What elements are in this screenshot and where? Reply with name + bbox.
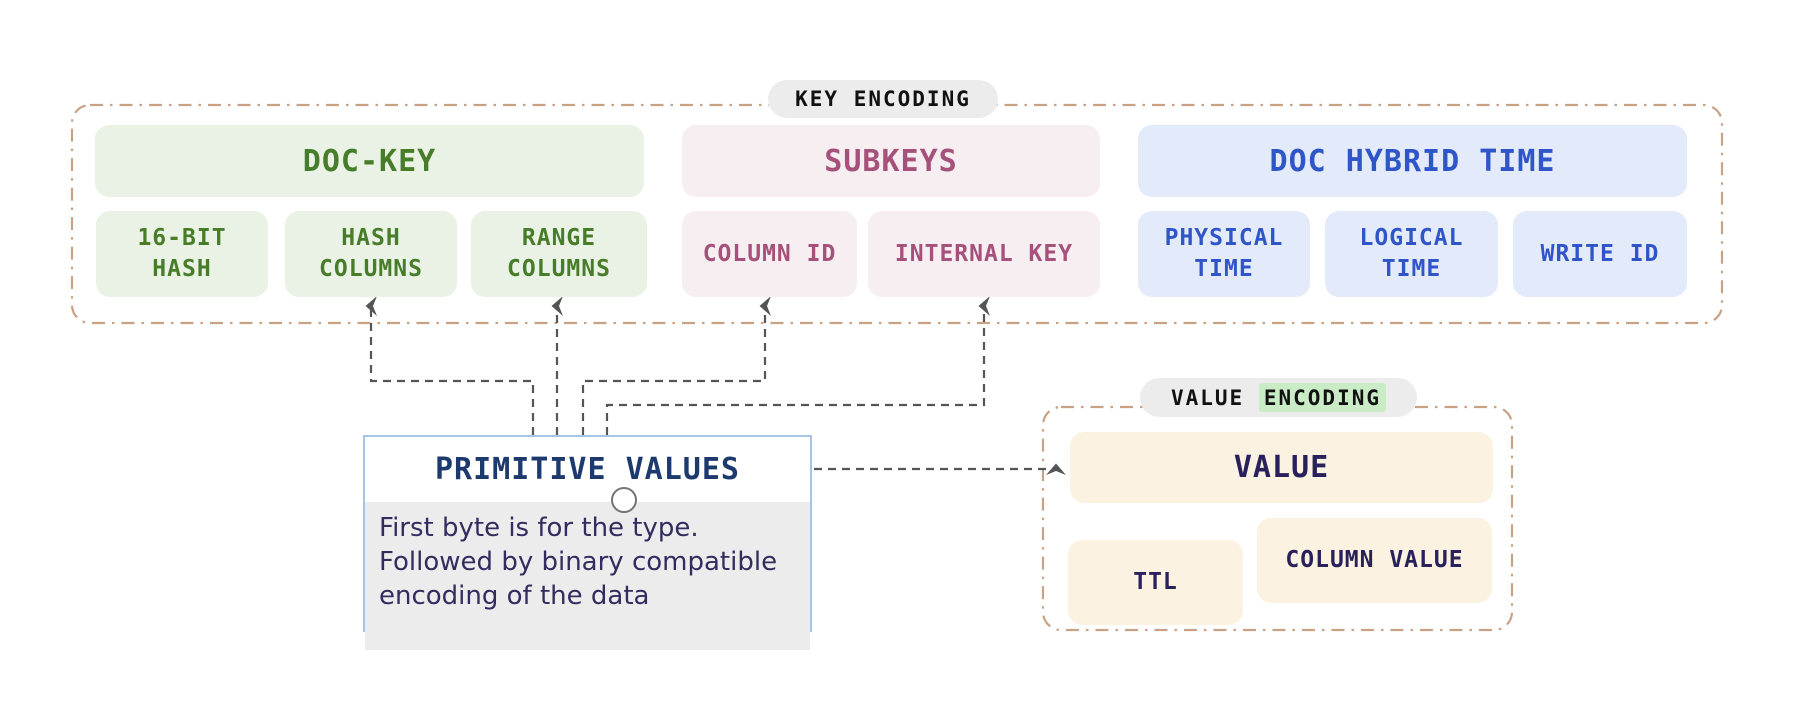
sub-box-write-id: WRITE ID — [1513, 211, 1687, 297]
doc-hybrid-time-title: DOC HYBRID TIME — [1269, 143, 1556, 179]
sub-box-range-columns: RANGE COLUMNS — [471, 211, 647, 297]
sub-box-label: 16-BIT HASH — [137, 225, 227, 282]
value-encoding-label-plain: VALUE — [1170, 385, 1245, 410]
ttl-box: TTL — [1068, 540, 1243, 625]
sub-box-label: TTL — [1133, 569, 1178, 595]
connector-to-column-id — [581, 296, 771, 435]
sub-box-label: PHYSICAL TIME — [1164, 225, 1284, 282]
sub-box-label: INTERNAL KEY — [894, 240, 1074, 267]
doc-key-title: DOC-KEY — [302, 143, 437, 179]
sub-box-label: LOGICAL TIME — [1359, 225, 1464, 282]
value-encoding-label-highlight: ENCODING — [1258, 383, 1387, 412]
connector-handle-circle[interactable] — [611, 487, 637, 513]
value-encoding-pill: VALUE ENCODING — [1140, 378, 1417, 417]
subkeys-header: SUBKEYS — [682, 125, 1100, 197]
sub-box-column-id: COLUMN ID — [682, 211, 857, 297]
sub-box-physical-time: PHYSICAL TIME — [1138, 211, 1310, 297]
sub-box-label: RANGE COLUMNS — [507, 225, 611, 282]
sub-box-label: HASH COLUMNS — [319, 225, 423, 282]
value-box-label: VALUE — [1233, 450, 1330, 485]
sub-box-label: COLUMN ID — [702, 240, 837, 267]
connector-to-hash-columns — [365, 296, 535, 435]
sub-box-internal-key: INTERNAL KEY — [868, 211, 1100, 297]
sub-box-16-bit-hash: 16-BIT HASH — [96, 211, 268, 297]
sub-box-hash-columns: HASH COLUMNS — [285, 211, 457, 297]
doc-key-header: DOC-KEY — [95, 125, 644, 197]
primitive-values-description: First byte is for the type. Followed by … — [365, 502, 810, 650]
key-encoding-label: KEY ENCODING — [795, 87, 971, 111]
key-encoding-pill: KEY ENCODING — [768, 80, 998, 118]
value-box: VALUE — [1070, 432, 1493, 503]
subkeys-title: SUBKEYS — [824, 143, 958, 179]
sub-box-label: COLUMN VALUE — [1285, 547, 1464, 573]
column-value-box: COLUMN VALUE — [1257, 518, 1492, 603]
primitive-values-card: PRIMITIVE VALUES First byte is for the t… — [363, 435, 812, 650]
doc-hybrid-time-header: DOC HYBRID TIME — [1138, 125, 1687, 197]
connector-to-internal-key — [605, 296, 990, 435]
sub-box-logical-time: LOGICAL TIME — [1325, 211, 1498, 297]
primitive-values-title: PRIMITIVE VALUES — [435, 452, 740, 487]
sub-box-label: WRITE ID — [1540, 240, 1660, 267]
